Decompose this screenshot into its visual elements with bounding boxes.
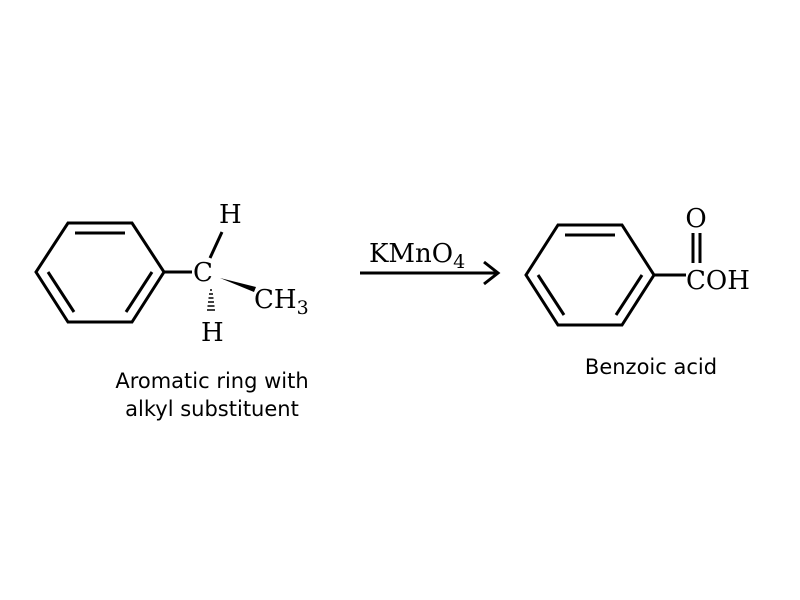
ring-inner-bond [614, 274, 644, 316]
h-top-label: H [219, 200, 242, 230]
reactant-caption-line1: Aromatic ring with [115, 369, 308, 393]
right-arrow-icon [360, 260, 501, 286]
product-benzene-ring [524, 223, 656, 327]
reagent-label: KMnO4 [369, 239, 465, 273]
ring-inner-bond [46, 271, 76, 313]
ring-inner-bond [124, 271, 154, 313]
hashed-wedge-bond-icon [207, 289, 215, 311]
central-carbon-label: C [193, 258, 213, 288]
h-bottom-label: H [201, 318, 224, 348]
ring-inner-bond [536, 274, 566, 316]
reactant-caption-line2: alkyl substituent [125, 397, 299, 421]
reactant-molecule: C H CH3 H [34, 200, 309, 348]
reactant-benzene-ring [34, 221, 166, 324]
cooh-label: COH [686, 266, 750, 296]
carbon-to-h-top-bond [208, 231, 224, 259]
carbonyl-oxygen-label: O [685, 204, 706, 234]
product-molecule: O COH [524, 204, 750, 327]
wedge-bond-icon [220, 278, 256, 292]
product-caption: Benzoic acid [585, 355, 717, 379]
ch3-label: CH3 [254, 285, 309, 319]
